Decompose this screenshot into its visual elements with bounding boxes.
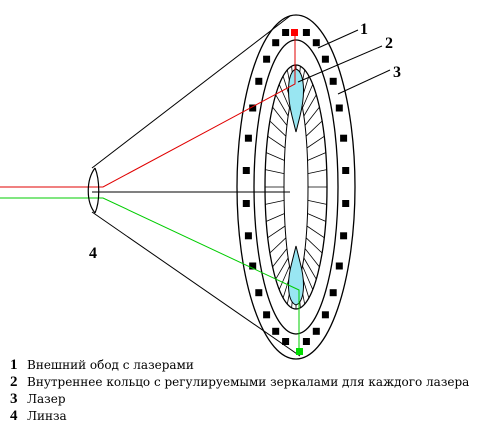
laser-emitter bbox=[242, 200, 250, 207]
mirror-spoke bbox=[275, 257, 289, 280]
callout-1-label: 1 bbox=[360, 21, 368, 38]
mirror-spoke bbox=[267, 225, 286, 239]
cone-upper-line bbox=[91, 15, 291, 169]
laser-emitter bbox=[282, 29, 290, 36]
laser-emitter bbox=[255, 77, 263, 85]
top-laser-emitter-red bbox=[291, 29, 298, 36]
legend-number: 1 bbox=[10, 357, 18, 373]
mirror-spoke bbox=[306, 225, 325, 239]
callout-3-leader bbox=[337, 69, 391, 95]
laser-emitter bbox=[340, 134, 348, 142]
mirror-spoke bbox=[269, 120, 287, 137]
laser-emitter bbox=[329, 289, 337, 297]
mirror-spoke bbox=[305, 120, 323, 137]
callout-3-label: 3 bbox=[393, 64, 401, 81]
laser-emitter bbox=[329, 77, 337, 85]
mirror-spoke bbox=[275, 94, 289, 117]
legend-text: Внешний обод с лазерами bbox=[27, 358, 194, 372]
top-mirror-highlight bbox=[288, 68, 304, 133]
laser-emitter bbox=[312, 39, 320, 47]
green-laser-beam bbox=[0, 197, 300, 348]
mirror-spoke bbox=[303, 94, 317, 117]
mirror-spoke bbox=[307, 200, 327, 205]
legend-number: 2 bbox=[10, 374, 18, 390]
laser-emitters bbox=[242, 29, 350, 345]
laser-emitter bbox=[302, 29, 310, 36]
laser-emitter bbox=[244, 232, 252, 240]
mirror-spoke bbox=[306, 135, 325, 149]
laser-emitter bbox=[335, 104, 343, 112]
laser-emitter bbox=[272, 39, 280, 47]
legend-item-outer-rim: 1 Внешний обод с лазерами bbox=[10, 357, 469, 374]
laser-emitter bbox=[242, 167, 250, 174]
laser-emitter bbox=[335, 262, 343, 270]
mirror-spoke bbox=[272, 248, 288, 268]
mirror-spoke bbox=[265, 169, 285, 174]
mirror-spoke bbox=[307, 169, 327, 174]
laser-emitter bbox=[272, 327, 280, 335]
mirror-spoke bbox=[266, 213, 285, 222]
callout-2-leader bbox=[297, 45, 383, 83]
cone-lower-line bbox=[91, 211, 301, 357]
laser-emitter bbox=[342, 200, 350, 207]
mirror-spoke bbox=[305, 237, 323, 254]
laser-emitter bbox=[255, 289, 263, 297]
laser-emitter bbox=[249, 104, 257, 112]
legend-number: 4 bbox=[10, 408, 18, 424]
laser-emitter bbox=[321, 55, 329, 63]
laser-emitter bbox=[263, 55, 271, 63]
mirror-spoke bbox=[304, 248, 320, 268]
legend-item-laser: 3 Лазер bbox=[10, 391, 469, 408]
laser-emitter bbox=[302, 338, 310, 345]
mirror-spoke bbox=[304, 106, 320, 126]
mirror-spoke bbox=[269, 237, 287, 254]
legend-item-inner-ring: 2 Внутреннее кольцо с регулируемыми зерка… bbox=[10, 374, 469, 391]
legend-text: Лазер bbox=[27, 392, 66, 406]
callout-1-leader bbox=[317, 29, 359, 49]
bottom-laser-emitter-green bbox=[296, 348, 303, 355]
mirror-spoke bbox=[278, 265, 290, 290]
laser-emitter bbox=[244, 134, 252, 142]
mirror-spoke bbox=[266, 152, 285, 161]
mirror-spoke bbox=[265, 200, 285, 205]
lens-shape bbox=[87, 167, 100, 214]
laser-emitter bbox=[263, 311, 271, 319]
outer-rim-ellipse bbox=[236, 14, 356, 360]
mirror-spoke bbox=[278, 84, 290, 109]
laser-emitter bbox=[340, 232, 348, 240]
legend: 1 Внешний обод с лазерами 2 Внутреннее кол… bbox=[10, 357, 469, 425]
laser-emitter bbox=[282, 338, 290, 345]
mirror-spoke bbox=[307, 152, 326, 161]
laser-emitter bbox=[321, 311, 329, 319]
mirror-spoke bbox=[307, 213, 326, 222]
middle-rim-ellipse bbox=[253, 39, 339, 335]
legend-item-lens: 4 Линза bbox=[10, 408, 469, 425]
callout-2-label: 2 bbox=[385, 35, 393, 52]
laser-emitter bbox=[342, 167, 350, 174]
bottom-mirror-highlight bbox=[288, 245, 304, 306]
callout-4-label: 4 bbox=[89, 245, 97, 262]
legend-text: Внутреннее кольцо с регулируемыми зеркал… bbox=[27, 375, 470, 389]
legend-number: 3 bbox=[10, 391, 18, 407]
mirror-spoke bbox=[272, 106, 288, 126]
laser-emitter bbox=[312, 327, 320, 335]
legend-text: Линза bbox=[27, 409, 67, 423]
mirror-spoke bbox=[267, 135, 286, 149]
red-laser-beam bbox=[0, 36, 296, 188]
mirror-spoke bbox=[303, 257, 317, 280]
laser-emitter bbox=[249, 262, 257, 270]
mirror-spoke bbox=[302, 265, 314, 290]
mirror-spoke bbox=[302, 84, 314, 109]
